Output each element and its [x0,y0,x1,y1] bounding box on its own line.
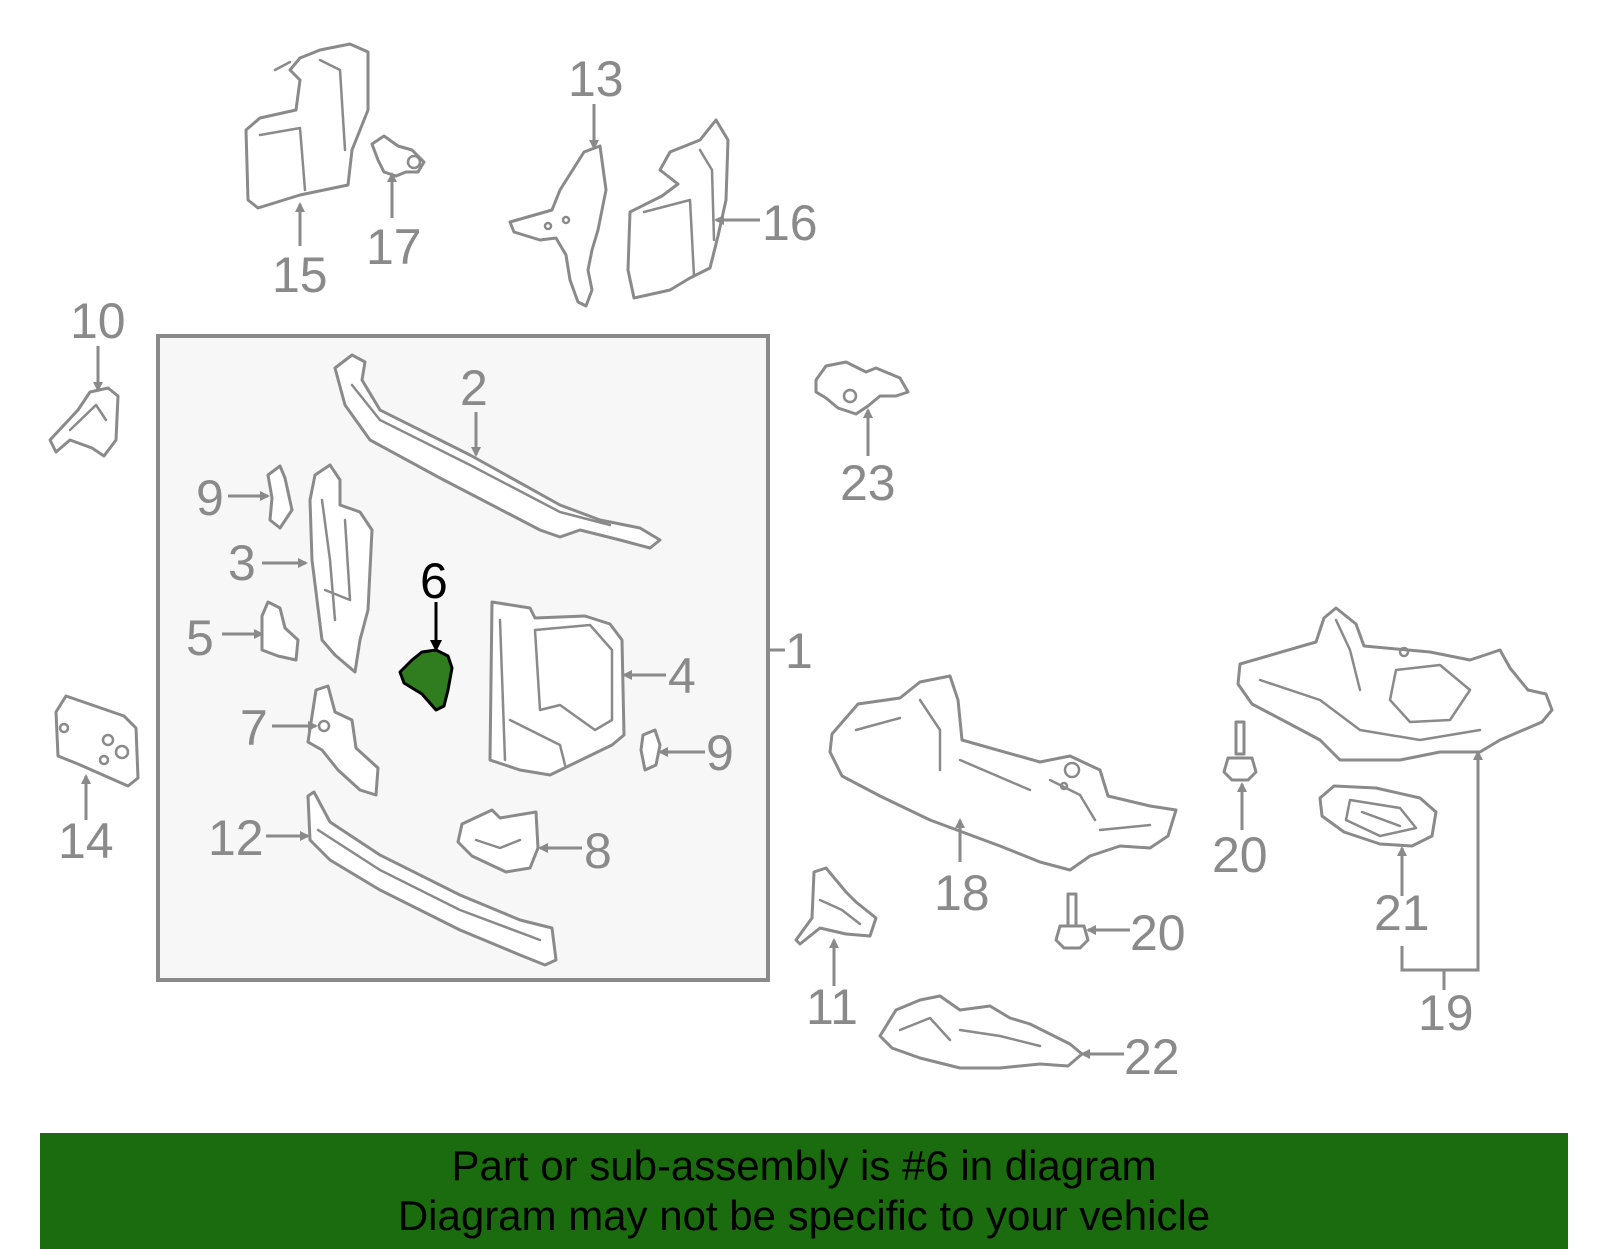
callout-9-right: 9 [706,725,734,781]
callout-1: 1 [785,623,813,679]
part-9-right-bracket [639,728,662,772]
callout-16: 16 [762,195,818,251]
callout-13: 13 [568,51,624,107]
part-20-bolt-center [1054,892,1090,950]
callout-10: 10 [70,293,126,349]
part-3-side-support [308,463,374,674]
callout-5: 5 [186,610,214,666]
part-16-duct [626,118,730,300]
part-22-shield [878,994,1084,1070]
part-8-bracket [456,808,540,874]
callout-14: 14 [58,813,114,869]
callout-2: 2 [460,360,488,416]
callout-23: 23 [840,455,896,511]
callout-20-right: 20 [1212,827,1268,883]
callout-3: 3 [228,535,256,591]
part-23-bracket [814,360,910,416]
callout-21: 21 [1374,885,1430,941]
part-15-duct [244,42,370,210]
part-19-cover [1236,606,1554,762]
part-10-bracket [48,386,120,458]
part-18-under-cover [828,674,1178,872]
part-20-bolt-right [1222,720,1258,782]
banner-line-1: Part or sub-assembly is #6 in diagram [451,1142,1157,1189]
part-4-side-panel [488,600,626,777]
assembly-box [156,334,770,982]
callout-4: 4 [668,648,696,704]
part-11-bracket [794,866,878,946]
part-7-bracket [306,684,380,797]
callout-7: 7 [240,700,268,756]
callout-9-left: 9 [196,470,224,526]
callout-15: 15 [272,247,328,303]
callout-20-center: 20 [1130,905,1186,961]
callout-6: 6 [420,553,448,609]
part-9-left-bracket [266,464,294,530]
callout-8: 8 [584,823,612,879]
part-2-upper-support [333,353,662,550]
part-5-bracket [260,600,300,662]
part-14-plate [54,694,140,788]
callout-11: 11 [806,979,858,1035]
part-6-highlighted [398,648,454,712]
leader-19-bracket [1400,752,1480,972]
part-13-bracket [508,144,608,308]
part-info-banner: Part or sub-assembly is #6 in diagram Di… [40,1133,1568,1249]
callout-19: 19 [1418,985,1474,1041]
part-12-lower-support [306,790,558,967]
banner-line-2: Diagram may not be specific to your vehi… [397,1192,1211,1239]
callout-17: 17 [366,219,422,275]
callout-18: 18 [934,865,990,921]
callout-12: 12 [208,810,264,866]
part-21-panel [1318,784,1438,848]
callout-22: 22 [1124,1029,1180,1085]
part-17-clip [370,134,426,178]
